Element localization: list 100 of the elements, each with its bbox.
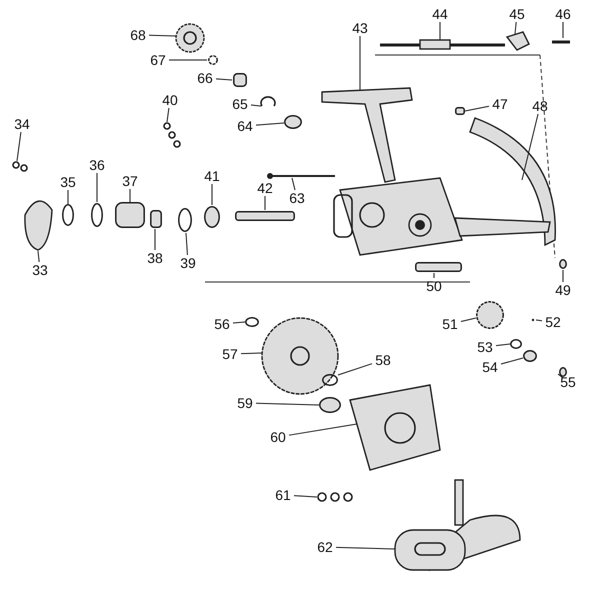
gear [476, 301, 504, 329]
callout-number: 38 [144, 250, 166, 266]
washer [208, 55, 218, 65]
leader-line [514, 22, 517, 34]
drive-gear [261, 317, 339, 395]
leader-line [256, 402, 320, 406]
washer [245, 317, 259, 327]
ring [178, 208, 192, 232]
screw [559, 259, 567, 269]
callout-number: 49 [552, 282, 574, 298]
ring [62, 204, 74, 226]
callout-number: 46 [552, 6, 574, 22]
callout-number: 44 [429, 6, 451, 22]
leader-line [336, 546, 396, 550]
callout-number: 39 [177, 255, 199, 271]
leader-line [216, 78, 232, 80]
leader-line [148, 34, 176, 36]
pin [267, 173, 335, 179]
leader-line [562, 270, 564, 282]
callout-number: 67 [147, 52, 169, 68]
callout-number: 53 [474, 339, 496, 355]
leader-line [536, 320, 542, 322]
callout-number: 43 [349, 20, 371, 36]
callout-number: 35 [57, 174, 79, 190]
leader-line [166, 108, 170, 122]
screw-set [12, 161, 28, 172]
callout-number: 36 [86, 157, 108, 173]
leader-line [558, 374, 564, 378]
shaft [235, 211, 295, 221]
leader-line [250, 104, 262, 106]
screw-set [163, 122, 181, 148]
leader-line [338, 363, 372, 376]
screw-set [317, 492, 353, 502]
callout-number: 51 [439, 316, 461, 332]
callout-number: 68 [127, 27, 149, 43]
washer [322, 374, 338, 386]
clip [260, 96, 276, 106]
bearing [284, 115, 302, 129]
leader-line [496, 344, 510, 346]
lever [506, 31, 530, 51]
spool-drum [115, 202, 145, 228]
leader-line [460, 318, 476, 322]
handle [394, 479, 521, 571]
callout-number: 62 [314, 539, 336, 555]
callout-number: 61 [272, 487, 294, 503]
leader-line [500, 358, 524, 364]
leader-line [294, 495, 318, 498]
plate [24, 200, 53, 251]
callout-number: 64 [234, 118, 256, 134]
washer [510, 339, 522, 349]
leader-line [256, 122, 284, 126]
callout-number: 41 [201, 168, 223, 184]
bearing [319, 397, 341, 413]
leader-line [562, 22, 564, 38]
rotor [321, 87, 463, 256]
bushing [150, 210, 162, 228]
leader-line [264, 196, 266, 210]
callout-number: 52 [542, 314, 564, 330]
leader-line [522, 114, 539, 180]
ring [91, 203, 103, 227]
gear [175, 23, 205, 53]
callout-number: 63 [286, 190, 308, 206]
callout-number: 66 [194, 70, 216, 86]
callout-number: 47 [489, 96, 511, 112]
callout-number: 48 [529, 98, 551, 114]
callout-number: 58 [372, 352, 394, 368]
bearing [523, 350, 537, 362]
callout-number: 34 [11, 116, 33, 132]
rod [380, 39, 505, 50]
callout-number: 42 [254, 180, 276, 196]
leader-line [154, 228, 156, 250]
callout-number: 33 [29, 262, 51, 278]
bushing [233, 73, 247, 87]
callout-number: 55 [557, 374, 579, 390]
leader-line [240, 352, 262, 354]
side-cover [349, 384, 441, 471]
callout-number: 59 [234, 395, 256, 411]
callout-number: 65 [229, 96, 251, 112]
bail-arm [454, 117, 556, 246]
callout-number: 37 [119, 173, 141, 189]
ball [532, 318, 534, 322]
screw [455, 107, 465, 115]
plate [415, 262, 462, 272]
leader-line [96, 172, 98, 202]
screw [552, 40, 570, 44]
callout-number: 54 [479, 359, 501, 375]
leader-line [16, 132, 22, 162]
leader-line [288, 424, 358, 436]
callout-number: 60 [267, 429, 289, 445]
screw [559, 367, 567, 377]
leader-line [186, 232, 188, 256]
callout-number: 45 [506, 6, 528, 22]
leader-line [464, 106, 490, 112]
bearing [204, 206, 220, 228]
callout-number: 50 [423, 278, 445, 294]
callout-number: 40 [159, 92, 181, 108]
leader-line [292, 178, 296, 190]
callout-number: 56 [211, 316, 233, 332]
leader-line [232, 322, 246, 324]
leader-line [38, 250, 40, 262]
